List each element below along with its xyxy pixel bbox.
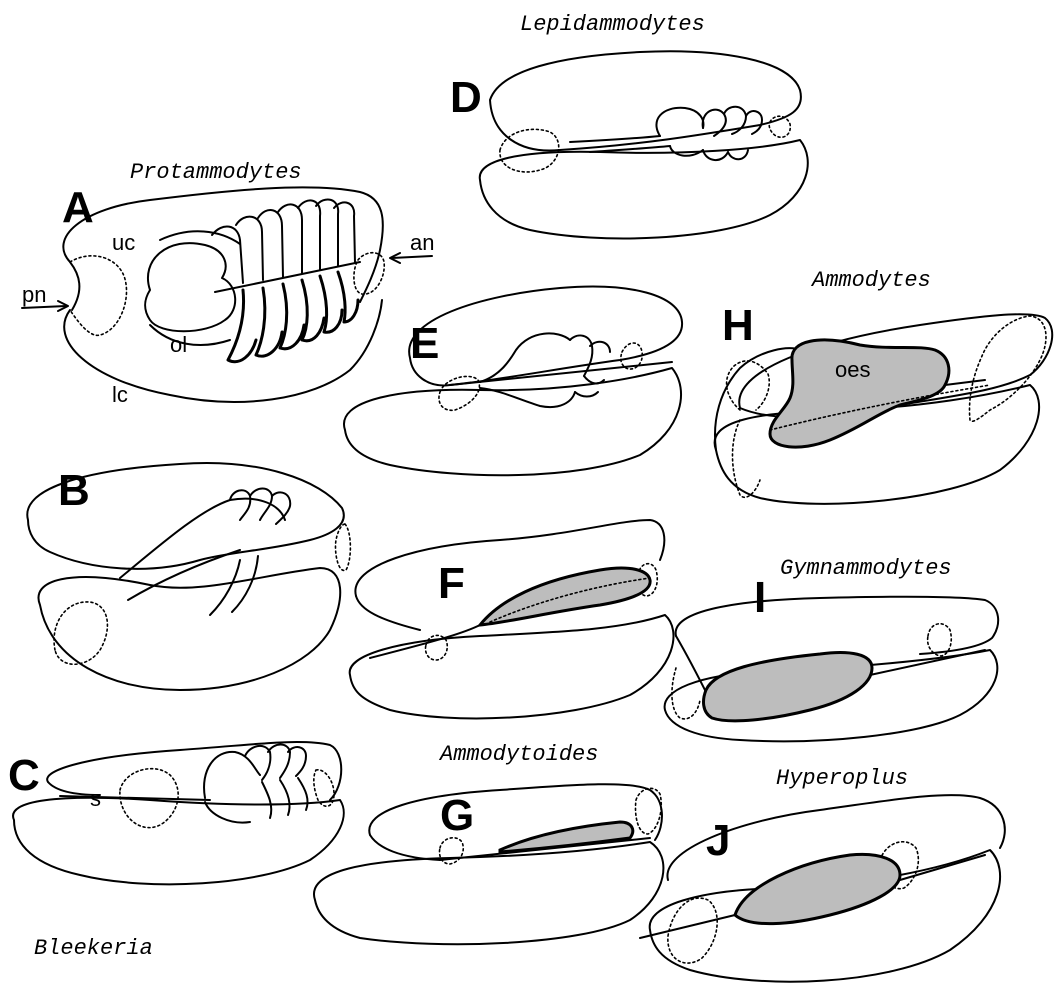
label-s: s — [90, 786, 101, 811]
panel-g-drawing — [314, 784, 663, 944]
panel-b-lower-cartilage — [38, 568, 340, 690]
label-uc: uc — [112, 230, 135, 255]
panel-a-olfactory-lobe — [145, 243, 235, 331]
panel-letter-j: J — [706, 816, 730, 865]
panel-e-upper-cartilage — [409, 287, 682, 386]
panel-h-drawing — [715, 314, 1053, 504]
panel-letter-e: E — [410, 319, 439, 368]
panel-letter-d: D — [450, 73, 482, 122]
panel-d-drawing — [480, 51, 808, 238]
panel-c-lower-cartilage — [13, 798, 344, 885]
label-pn: pn — [22, 282, 46, 307]
panel-j-oesophageal-cartilage — [735, 854, 900, 923]
label-ol: ol — [170, 332, 187, 357]
panel-d-upper-cartilage — [490, 51, 801, 150]
panel-f-drawing — [350, 520, 674, 718]
panel-c-drawing — [13, 742, 344, 884]
panel-d-lower-cartilage — [480, 140, 808, 238]
panel-g-lower-cartilage — [314, 842, 663, 944]
genus-label-gymnammodytes: Gymnammodytes — [780, 556, 952, 581]
panel-letter-c: C — [8, 751, 40, 800]
panel-f-lower-cartilage — [350, 615, 674, 718]
panel-f-oesophageal-cartilage — [480, 568, 650, 625]
panel-letter-i: I — [754, 573, 766, 622]
panel-letter-a: A — [62, 183, 94, 232]
label-lc: lc — [112, 382, 128, 407]
panel-j-drawing — [640, 795, 1005, 982]
panel-i-drawing — [665, 597, 999, 742]
panel-e-drawing — [344, 287, 682, 476]
panel-letter-b: B — [58, 466, 90, 515]
panel-i-oesophageal-cartilage — [704, 653, 872, 721]
panel-letter-g: G — [440, 791, 474, 840]
panel-letter-h: H — [722, 301, 754, 350]
genus-label-hyperoplus: Hyperoplus — [776, 766, 908, 791]
genus-label-lepidammodytes: Lepidammodytes — [520, 12, 705, 37]
genus-label-ammodytoides: Ammodytoides — [438, 742, 598, 767]
genus-label-protammodytes: Protammodytes — [130, 160, 302, 185]
label-an: an — [410, 230, 434, 255]
panel-letter-f: F — [438, 559, 465, 608]
genus-label-bleekeria: Bleekeria — [34, 936, 153, 961]
genus-label-ammodytes: Ammodytes — [810, 268, 931, 293]
label-oes: oes — [835, 357, 870, 382]
panel-e-lower-cartilage — [344, 368, 681, 475]
panel-a-anterior-nostril — [354, 253, 384, 294]
